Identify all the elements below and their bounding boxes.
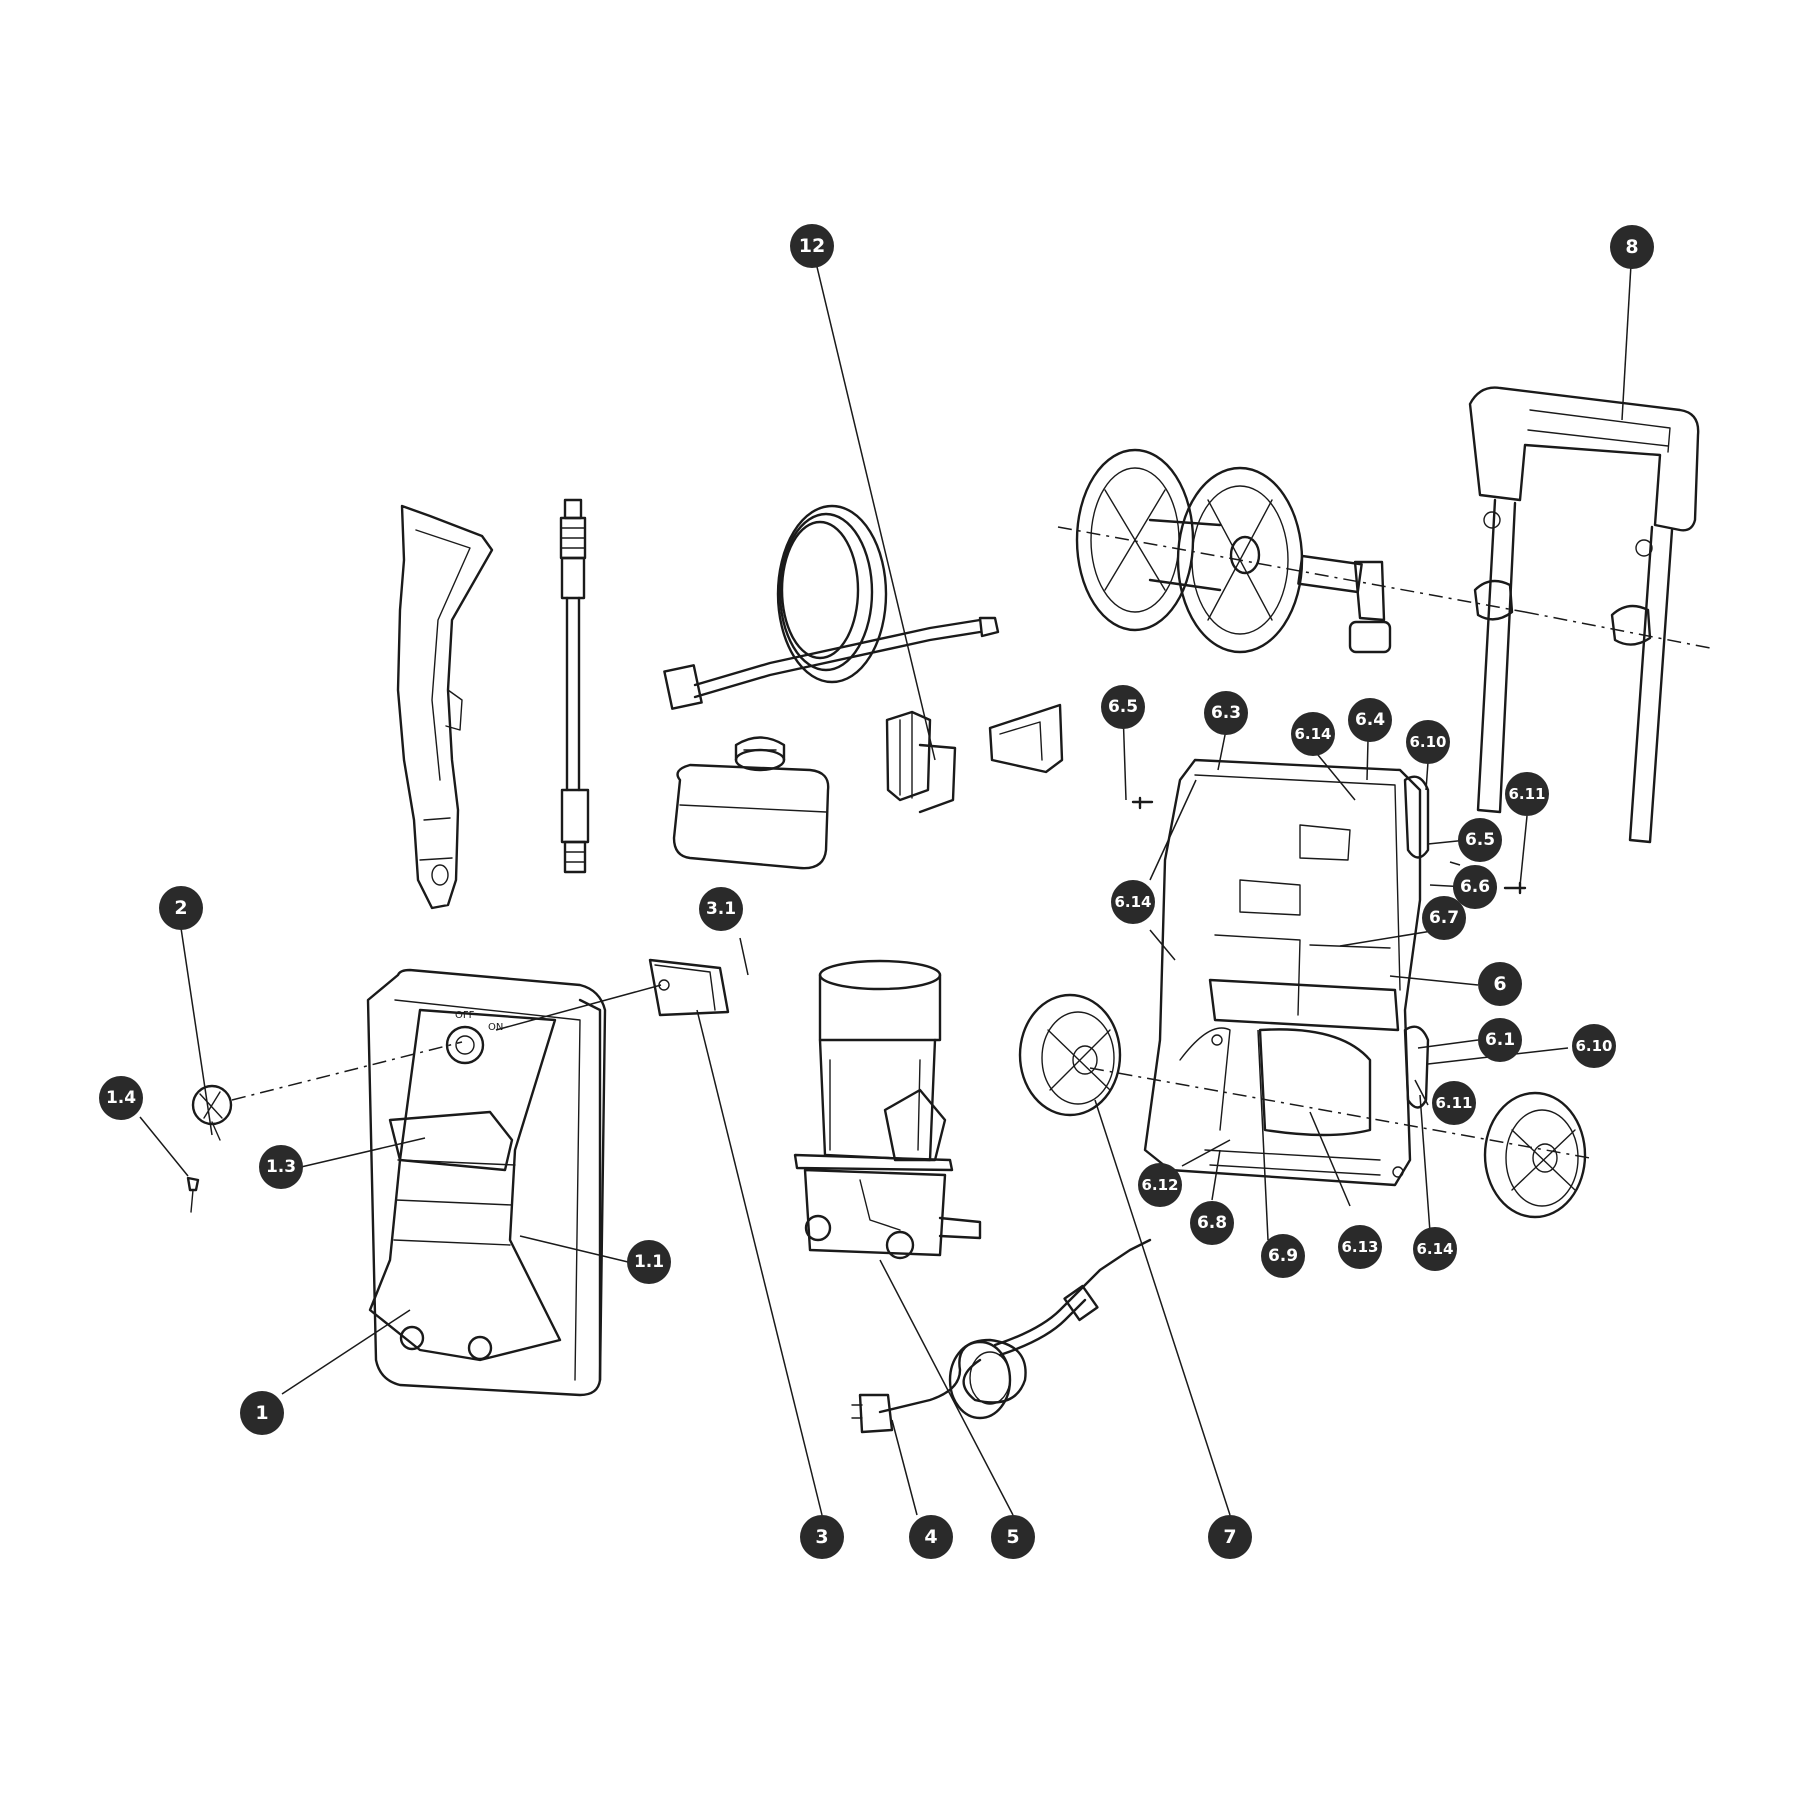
chassis-frame — [1143, 758, 1430, 1187]
switch-module — [648, 958, 730, 1017]
callout-badge: 6.10 — [1572, 1024, 1616, 1068]
svg-text:6.13: 6.13 — [1341, 1238, 1378, 1256]
svg-text:12: 12 — [799, 235, 825, 257]
spray-gun — [396, 504, 494, 910]
callout-badge: 6.11 — [1432, 1081, 1476, 1125]
callout-badge: 6.4 — [1348, 698, 1392, 742]
spray-lance — [559, 498, 590, 874]
callout-badge: 6.3 — [1204, 691, 1248, 735]
svg-text:8: 8 — [1625, 236, 1638, 258]
callout-badge: 6.14 — [1291, 712, 1335, 756]
svg-text:6.3: 6.3 — [1211, 703, 1241, 723]
handle-frame — [1468, 386, 1700, 844]
svg-text:5: 5 — [1006, 1526, 1019, 1548]
callout-badge: 6.14 — [1111, 880, 1155, 924]
svg-text:6.14: 6.14 — [1114, 893, 1151, 911]
svg-text:6.11: 6.11 — [1435, 1094, 1472, 1112]
high-pressure-hose — [663, 504, 1000, 710]
svg-text:6.8: 6.8 — [1197, 1213, 1227, 1233]
housing-off-label: OFF — [455, 1010, 475, 1021]
callout-badge: 8 — [1610, 225, 1654, 269]
callout-badge: 6.12 — [1138, 1163, 1182, 1207]
callout-badge: 6.14 — [1413, 1227, 1457, 1271]
svg-text:6: 6 — [1493, 973, 1506, 995]
callout-badge: 1.4 — [99, 1076, 143, 1120]
callout-badge: 1 — [240, 1391, 284, 1435]
svg-text:6.5: 6.5 — [1108, 697, 1138, 717]
callout-badge: 6.10 — [1406, 720, 1450, 764]
accessory-holder — [885, 710, 957, 814]
callout-badge: 7 — [1208, 1515, 1252, 1559]
svg-text:2: 2 — [174, 897, 187, 919]
switch-knob — [191, 1084, 233, 1141]
callout-badge: 6.7 — [1422, 896, 1466, 940]
callout-badge: 3.1 — [699, 887, 743, 931]
svg-text:6.10: 6.10 — [1409, 733, 1446, 751]
svg-text:1.3: 1.3 — [266, 1157, 296, 1177]
svg-text:6.5: 6.5 — [1465, 830, 1495, 850]
callout-badge: 6.9 — [1261, 1234, 1305, 1278]
hose-guide-bracket — [988, 703, 1064, 774]
callout-badge: 12 — [790, 224, 834, 268]
callout-badges: 12 8 6.5 6.3 6.14 6.4 6.10 6.11 6.5 6.6 … — [99, 224, 1654, 1559]
hose-reel — [1075, 448, 1304, 654]
front-housing: OFF ON — [366, 968, 607, 1397]
svg-text:1.1: 1.1 — [634, 1252, 664, 1272]
svg-text:1.4: 1.4 — [106, 1088, 136, 1108]
motor-pump-unit — [793, 959, 982, 1260]
svg-text:4: 4 — [924, 1526, 937, 1548]
svg-text:3: 3 — [815, 1526, 828, 1548]
callout-badge: 6.1 — [1478, 1018, 1522, 1062]
screw — [186, 1176, 200, 1213]
callout-badge: 1.1 — [627, 1240, 671, 1284]
svg-text:6.11: 6.11 — [1508, 785, 1545, 803]
svg-text:6.6: 6.6 — [1460, 877, 1490, 897]
svg-text:6.12: 6.12 — [1141, 1176, 1178, 1194]
wheel-left — [1018, 993, 1122, 1117]
svg-text:1: 1 — [255, 1402, 268, 1424]
callout-badge: 6.5 — [1458, 818, 1502, 862]
callout-badge: 4 — [909, 1515, 953, 1559]
detergent-tank — [672, 736, 830, 870]
svg-text:3.1: 3.1 — [706, 899, 736, 919]
housing-on-label: ON — [488, 1022, 503, 1033]
callout-badge: 6.13 — [1338, 1225, 1382, 1269]
callout-badge: 6 — [1478, 962, 1522, 1006]
svg-text:6.7: 6.7 — [1429, 908, 1459, 928]
svg-text:6.10: 6.10 — [1575, 1037, 1612, 1055]
callout-badge: 6.8 — [1190, 1201, 1234, 1245]
callout-badge: 6.6 — [1453, 865, 1497, 909]
svg-text:6.4: 6.4 — [1355, 710, 1385, 730]
reel-crank — [1297, 554, 1392, 654]
callout-badge: 1.3 — [259, 1145, 303, 1189]
svg-text:6.1: 6.1 — [1485, 1030, 1515, 1050]
svg-text:6.14: 6.14 — [1416, 1240, 1453, 1258]
callout-badge: 6.11 — [1505, 772, 1549, 816]
leader-lines — [139, 245, 1633, 1516]
svg-text:7: 7 — [1223, 1526, 1236, 1548]
power-cord — [851, 1238, 1152, 1434]
callout-badge: 6.5 — [1101, 685, 1145, 729]
svg-text:6.9: 6.9 — [1268, 1246, 1298, 1266]
callout-badge: 3 — [800, 1515, 844, 1559]
callout-badge: 5 — [991, 1515, 1035, 1559]
callout-badge: 2 — [159, 886, 203, 930]
assembly-axes — [231, 526, 1711, 1159]
svg-text:6.14: 6.14 — [1294, 725, 1331, 743]
wheel-right — [1483, 1091, 1587, 1219]
